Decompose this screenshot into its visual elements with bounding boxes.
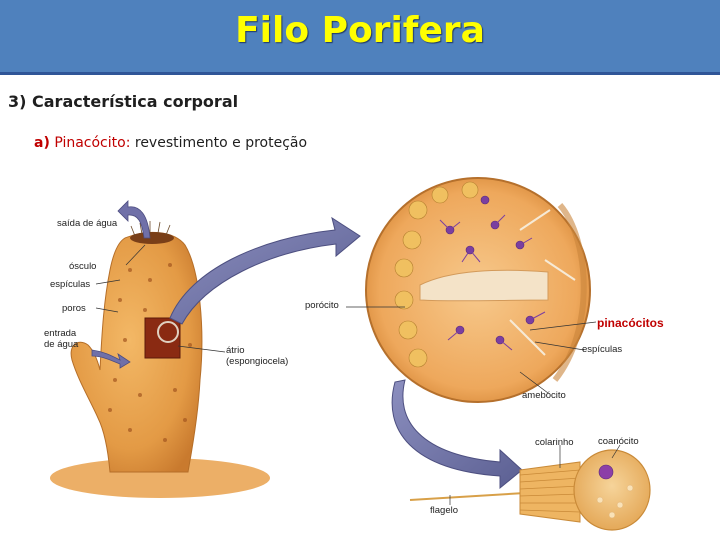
label-porocito: porócito bbox=[305, 300, 339, 311]
label-osculo: ósculo bbox=[69, 261, 97, 272]
osculum-spicules bbox=[130, 221, 171, 237]
flagellum bbox=[409, 492, 526, 501]
water-exit-arrow bbox=[117, 200, 151, 239]
choanocyte-body bbox=[573, 449, 651, 531]
zoom-arrow-1 bbox=[169, 216, 361, 325]
choanocyte-nucleus bbox=[598, 464, 614, 480]
magnify-ring bbox=[157, 321, 179, 343]
water-entry-arrow bbox=[91, 349, 131, 369]
label-coanocito: coanócito bbox=[598, 436, 639, 447]
section-title: 3) Característica corporal bbox=[8, 92, 239, 111]
label-espiculas-left: espículas bbox=[50, 279, 91, 290]
pores bbox=[108, 263, 192, 442]
item-description: revestimento e proteção bbox=[134, 135, 308, 151]
zoom-arrow-2 bbox=[391, 379, 523, 490]
label-saida-agua: saída de água bbox=[57, 218, 118, 229]
pinacocyte-layer bbox=[552, 203, 587, 382]
label-entrada-agua-line2: de água bbox=[44, 339, 79, 350]
choanocyte-rows bbox=[394, 181, 479, 368]
item-letter: a) bbox=[34, 135, 50, 151]
label-pinacocitos: pinacócitos bbox=[597, 316, 664, 330]
wall-spicules bbox=[509, 209, 576, 356]
label-flagelo: flagelo bbox=[430, 505, 458, 516]
item-line: a) Pinacócito: revestimento e proteção bbox=[34, 135, 307, 151]
label-colarinho: colarinho bbox=[535, 437, 574, 448]
inner-channel bbox=[419, 269, 549, 302]
choanocyte-cell bbox=[409, 449, 651, 531]
label-entrada-agua: entrada de água bbox=[44, 328, 78, 350]
slide-title: Filo Porifera bbox=[235, 10, 485, 51]
label-atrio-line2: (espongiocela) bbox=[226, 356, 289, 367]
label-entrada-agua-line1: entrada bbox=[44, 328, 77, 339]
osculum bbox=[130, 232, 174, 244]
leader-lines bbox=[95, 244, 621, 505]
label-espiculas-right: espículas bbox=[582, 344, 623, 355]
amebocyte-processes bbox=[439, 214, 546, 351]
label-poros: poros bbox=[62, 303, 86, 314]
label-amebocito: amebócito bbox=[522, 390, 566, 401]
item-term: Pinacócito: bbox=[54, 135, 131, 151]
label-atrio-line1: átrio bbox=[226, 345, 245, 356]
substrate bbox=[50, 458, 270, 498]
title-bar: Filo Porifera bbox=[0, 0, 720, 75]
label-atrio: átrio (espongiocela) bbox=[226, 345, 288, 367]
